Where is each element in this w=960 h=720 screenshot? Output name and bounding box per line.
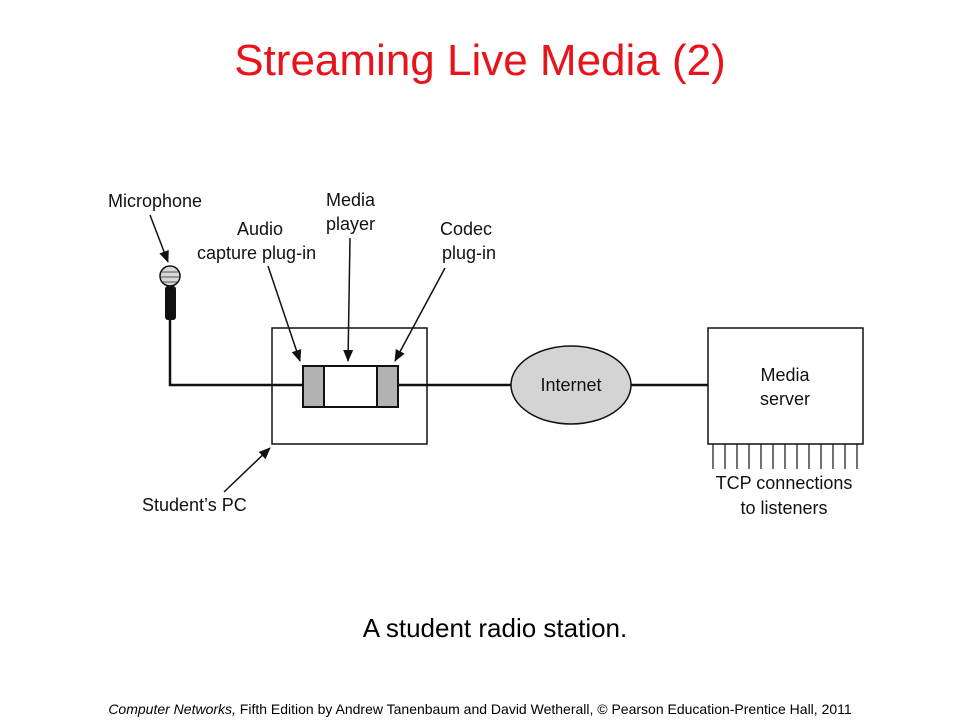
audio-capture-label-2: capture plug-in	[197, 243, 316, 263]
media-player-label-1: Media	[326, 190, 376, 210]
tcp-connections-label-1: TCP connections	[716, 473, 853, 493]
microphone-label: Microphone	[108, 191, 202, 211]
slide-footer: Computer Networks, Fifth Edition by Andr…	[0, 700, 960, 718]
codec-label-2: plug-in	[442, 243, 496, 263]
students-pc-label: Student’s PC	[142, 495, 247, 515]
media-player-box	[323, 365, 378, 408]
microphone-handle	[165, 286, 176, 320]
tcp-connection-lines	[712, 444, 858, 469]
audio-capture-plugin	[302, 365, 325, 408]
slide-title: Streaming Live Media (2)	[234, 36, 726, 85]
codec-arrow	[394, 267, 446, 362]
media-player-label-2: player	[326, 214, 375, 234]
microphone-head	[159, 265, 181, 287]
microphone-icon	[159, 265, 181, 320]
audio-capture-arrow	[267, 265, 302, 362]
media-player-arrow	[343, 237, 354, 362]
students-pc-arrow	[223, 447, 271, 493]
audio-capture-label-1: Audio	[237, 219, 283, 239]
media-server-label-1: Media	[760, 365, 810, 385]
tcp-connections-label-2: to listeners	[740, 498, 827, 518]
footer-citation: Fifth Edition by Andrew Tanenbaum and Da…	[235, 701, 852, 717]
media-server-label-2: server	[760, 389, 810, 409]
media-server-box	[707, 327, 864, 445]
diagram-caption: A student radio station.	[362, 613, 628, 643]
microphone-cable	[168, 320, 272, 387]
codec-label-1: Codec	[440, 219, 492, 239]
internet-label: Internet	[540, 375, 601, 395]
footer-book-title: Computer Networks,	[108, 701, 236, 717]
microphone-arrow	[149, 214, 169, 263]
codec-plugin	[376, 365, 399, 408]
